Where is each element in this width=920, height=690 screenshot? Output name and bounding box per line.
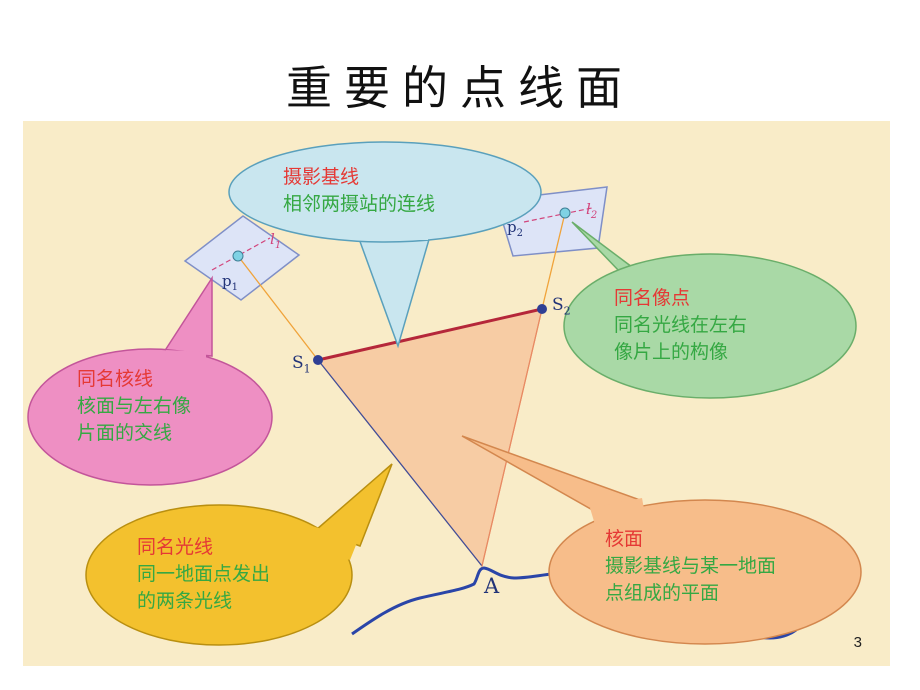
ray-right-upper <box>541 212 566 310</box>
callout-epipolar-line-shape <box>27 275 273 486</box>
label-p2: p2 <box>507 218 523 239</box>
ray-left-upper <box>237 255 319 361</box>
callout-baseline-shape <box>228 141 542 349</box>
label-s1: S1 <box>292 353 311 376</box>
callout-corresponding-point: 同名像点 同名光线在左右 像片上的构像 <box>614 285 747 366</box>
callout-plane-body-2: 点组成的平面 <box>605 582 720 604</box>
callout-epipolar-plane: 核面 摄影基线与某一地面 点组成的平面 <box>605 526 776 607</box>
callout-point-head: 同名像点 <box>614 287 691 309</box>
ray-left-lower <box>317 359 483 567</box>
callout-epipolar-line-body-1: 核面与左右像 <box>77 395 192 417</box>
label-l2: l2 <box>586 200 598 221</box>
callout-baseline-body: 相邻两摄站的连线 <box>283 193 436 215</box>
callout-plane-body-1: 摄影基线与某一地面 <box>605 555 777 577</box>
callout-point-body-1: 同名光线在左右 <box>614 314 748 336</box>
terrain-line <box>351 566 571 636</box>
station-s1 <box>313 355 323 365</box>
image-point-p1 <box>232 250 244 262</box>
callout-baseline-head: 摄影基线 <box>283 166 360 188</box>
baseline-line <box>317 307 543 362</box>
callout-epipolar-line-body-2: 片面的交线 <box>77 422 173 444</box>
page-number: 3 <box>853 634 862 651</box>
callout-ray-shape <box>85 463 393 646</box>
label-l1: l1 <box>270 230 282 251</box>
callout-plane-shape <box>461 435 862 645</box>
ray-right-lower <box>481 308 543 567</box>
image-point-p2 <box>559 207 571 219</box>
callout-ray-head: 同名光线 <box>137 536 214 558</box>
callout-corresponding-ray: 同名光线 同一地面点发出 的两条光线 <box>137 534 270 615</box>
label-ground-point-a: A <box>484 574 500 598</box>
callout-epipolar-line: 同名核线 核面与左右像 片面的交线 <box>77 366 191 447</box>
callout-point-body-2: 像片上的构像 <box>614 341 729 363</box>
callout-point-shape <box>563 221 857 399</box>
callout-plane-head: 核面 <box>605 528 644 550</box>
callout-baseline: 摄影基线 相邻两摄站的连线 <box>283 164 435 218</box>
station-s2 <box>537 304 547 314</box>
label-p1: p1 <box>222 272 238 293</box>
label-s2: S2 <box>552 295 571 318</box>
epipolar-line-l2 <box>523 207 593 223</box>
callout-ray-body-2: 的两条光线 <box>137 590 233 612</box>
callout-epipolar-line-head: 同名核线 <box>77 368 154 390</box>
callout-ray-body-1: 同一地面点发出 <box>137 563 271 585</box>
page-title: 重要的点线面 <box>286 61 634 115</box>
